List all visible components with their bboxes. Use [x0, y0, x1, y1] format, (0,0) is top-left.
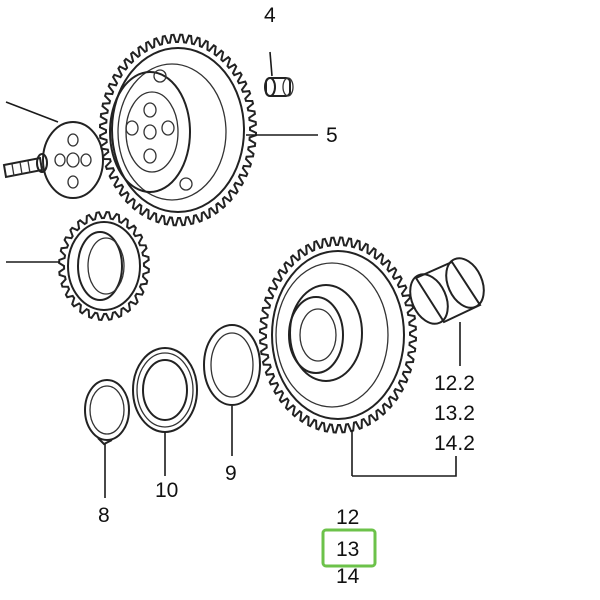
washer-part-9[interactable]	[203, 324, 261, 406]
dowel-pin-part-4[interactable]	[264, 77, 294, 97]
label-part-14-2: 14.2	[434, 432, 475, 455]
label-part-14: 14	[336, 565, 360, 588]
label-part-12-2: 12.2	[434, 372, 475, 395]
bushing-part-12-2[interactable]	[403, 252, 491, 329]
highlight-box-part-13	[321, 528, 377, 568]
leader-lines	[5, 51, 461, 498]
label-part-10: 10	[155, 479, 178, 502]
bolt[interactable]	[2, 153, 48, 179]
large-gear-part-5[interactable]	[98, 33, 258, 227]
label-part-9: 9	[225, 462, 237, 485]
snap-ring-part-8[interactable]	[84, 379, 130, 446]
thrust-ring-part-10[interactable]	[132, 347, 198, 433]
label-part-12: 12	[336, 506, 359, 529]
label-part-5: 5	[326, 124, 338, 147]
label-part-13[interactable]: 13	[336, 538, 359, 561]
label-part-4: 4	[264, 4, 276, 27]
label-part-13-2: 13.2	[434, 402, 475, 425]
flange-plate[interactable]	[42, 121, 104, 199]
idler-gear-part-12-13-14[interactable]	[258, 236, 418, 434]
label-part-8: 8	[98, 504, 110, 527]
small-gear[interactable]	[58, 211, 150, 321]
